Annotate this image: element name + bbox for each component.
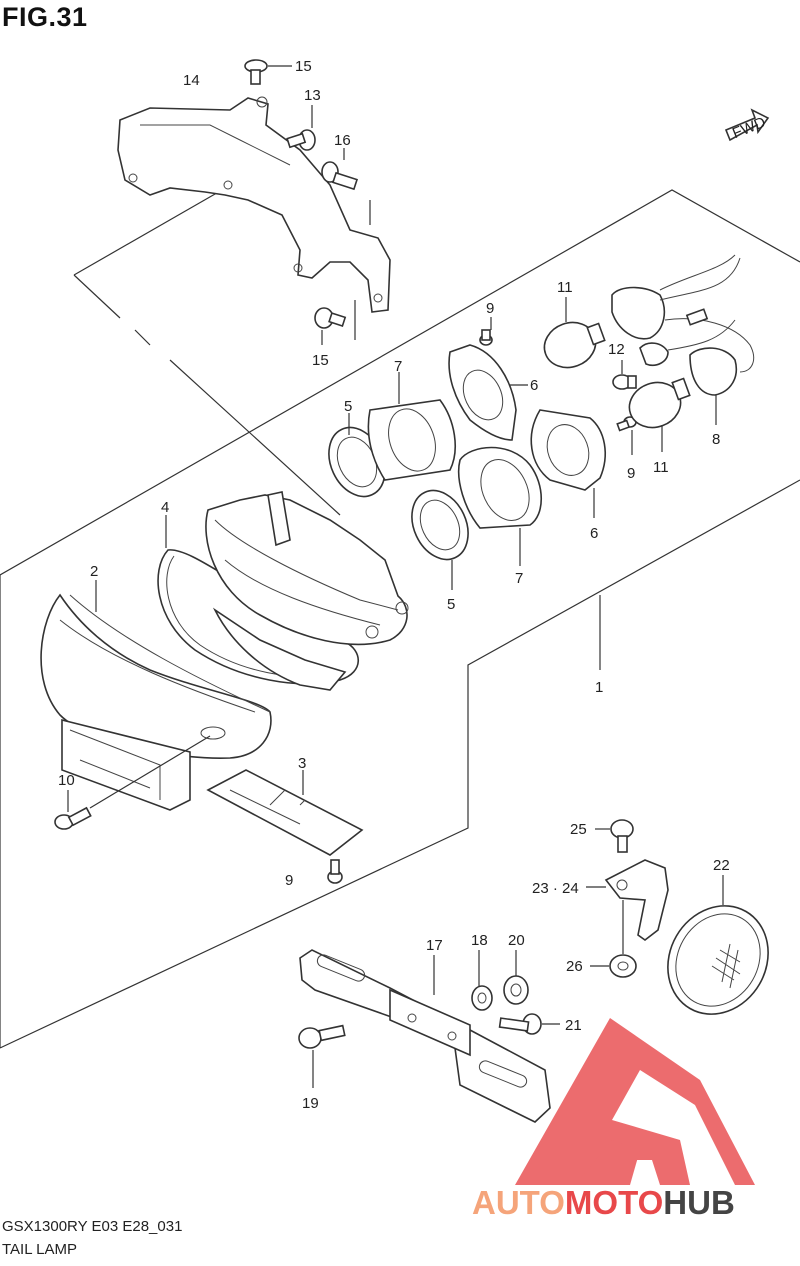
gasket-6b bbox=[530, 409, 606, 518]
license-bracket-17 bbox=[299, 949, 551, 1123]
callout-5b: 5 bbox=[447, 596, 455, 613]
callout-26: 26 bbox=[566, 958, 583, 975]
callout-8: 8 bbox=[712, 431, 720, 448]
callout-23-24: 23 · 24 bbox=[532, 880, 579, 897]
callout-10: 10 bbox=[58, 772, 75, 789]
callout-numbers: 1 2 3 4 5 5 6 6 7 7 8 9 9 9 10 11 11 12 … bbox=[58, 58, 730, 1112]
gasket-6a bbox=[448, 344, 528, 441]
callout-13: 13 bbox=[304, 87, 321, 104]
tail-lens-2 bbox=[40, 580, 272, 811]
callout-9c: 9 bbox=[285, 872, 293, 889]
callout-17: 17 bbox=[426, 937, 443, 954]
callout-9a: 9 bbox=[486, 300, 494, 317]
watermark-auto: AUTO bbox=[472, 1184, 565, 1221]
callout-14: 14 bbox=[183, 72, 200, 89]
guide-lines bbox=[73, 189, 371, 516]
screw-25 bbox=[595, 819, 634, 853]
bolt-13 bbox=[286, 105, 316, 151]
callout-5a: 5 bbox=[344, 398, 352, 415]
fwd-arrow bbox=[724, 108, 770, 142]
watermark-hub: HUB bbox=[663, 1184, 735, 1221]
screw-9b bbox=[616, 416, 637, 455]
wiring-harness-8 bbox=[611, 254, 755, 425]
callout-11b: 11 bbox=[653, 459, 669, 476]
socket-5b bbox=[411, 489, 469, 590]
nut-20 bbox=[503, 950, 529, 1005]
callout-6b: 6 bbox=[590, 525, 598, 542]
holder-7a bbox=[367, 372, 456, 481]
bracket-14 bbox=[117, 96, 391, 313]
model-code: GSX1300RY E03 E28_031 bbox=[2, 1218, 183, 1235]
license-lamp-lens-22 bbox=[667, 875, 769, 1015]
callout-6a: 6 bbox=[530, 377, 538, 394]
screw-9a bbox=[479, 317, 493, 346]
screw-9-lower bbox=[327, 859, 343, 884]
screw-10 bbox=[54, 735, 211, 830]
screw-15-top bbox=[244, 59, 292, 85]
callout-11a: 11 bbox=[557, 279, 573, 296]
plate-3 bbox=[206, 769, 364, 856]
callout-2: 2 bbox=[90, 563, 98, 580]
nut-26 bbox=[590, 900, 637, 978]
bolt-21 bbox=[498, 1013, 560, 1035]
watermark-text: AUTOMOTOHUB bbox=[472, 1184, 735, 1221]
callout-21: 21 bbox=[565, 1017, 582, 1034]
callout-19: 19 bbox=[302, 1095, 319, 1112]
callout-12: 12 bbox=[608, 341, 625, 358]
callout-15a: 15 bbox=[295, 58, 312, 75]
bulb-12 bbox=[612, 360, 637, 390]
callout-9b: 9 bbox=[627, 465, 635, 482]
watermark-logo bbox=[515, 1018, 755, 1185]
callout-25: 25 bbox=[570, 821, 587, 838]
callout-18: 18 bbox=[471, 932, 488, 949]
lamp-bracket-23-24 bbox=[586, 859, 669, 941]
bolt-16 bbox=[321, 148, 359, 191]
fwd-label: FWD bbox=[730, 114, 768, 143]
lamp-housing bbox=[205, 491, 409, 691]
bulb-11b bbox=[628, 377, 691, 452]
callout-7b: 7 bbox=[515, 570, 523, 587]
screw-15-bottom bbox=[314, 307, 347, 345]
callout-4: 4 bbox=[161, 499, 169, 516]
callout-15b: 15 bbox=[312, 352, 329, 369]
section-title: TAIL LAMP bbox=[2, 1241, 78, 1258]
callout-1: 1 bbox=[595, 679, 603, 696]
bulb-11a bbox=[543, 297, 606, 369]
figure-title: FIG.31 bbox=[2, 2, 88, 32]
holder-7b bbox=[457, 446, 542, 566]
watermark-moto: MOTO bbox=[565, 1184, 663, 1221]
callout-7a: 7 bbox=[394, 358, 402, 375]
callout-16: 16 bbox=[334, 132, 351, 149]
callout-22: 22 bbox=[713, 857, 730, 874]
screw-19 bbox=[298, 1024, 346, 1088]
assembly-outline bbox=[0, 189, 800, 1049]
washer-18 bbox=[471, 950, 493, 1011]
callout-3: 3 bbox=[298, 755, 306, 772]
callout-20: 20 bbox=[508, 932, 525, 949]
